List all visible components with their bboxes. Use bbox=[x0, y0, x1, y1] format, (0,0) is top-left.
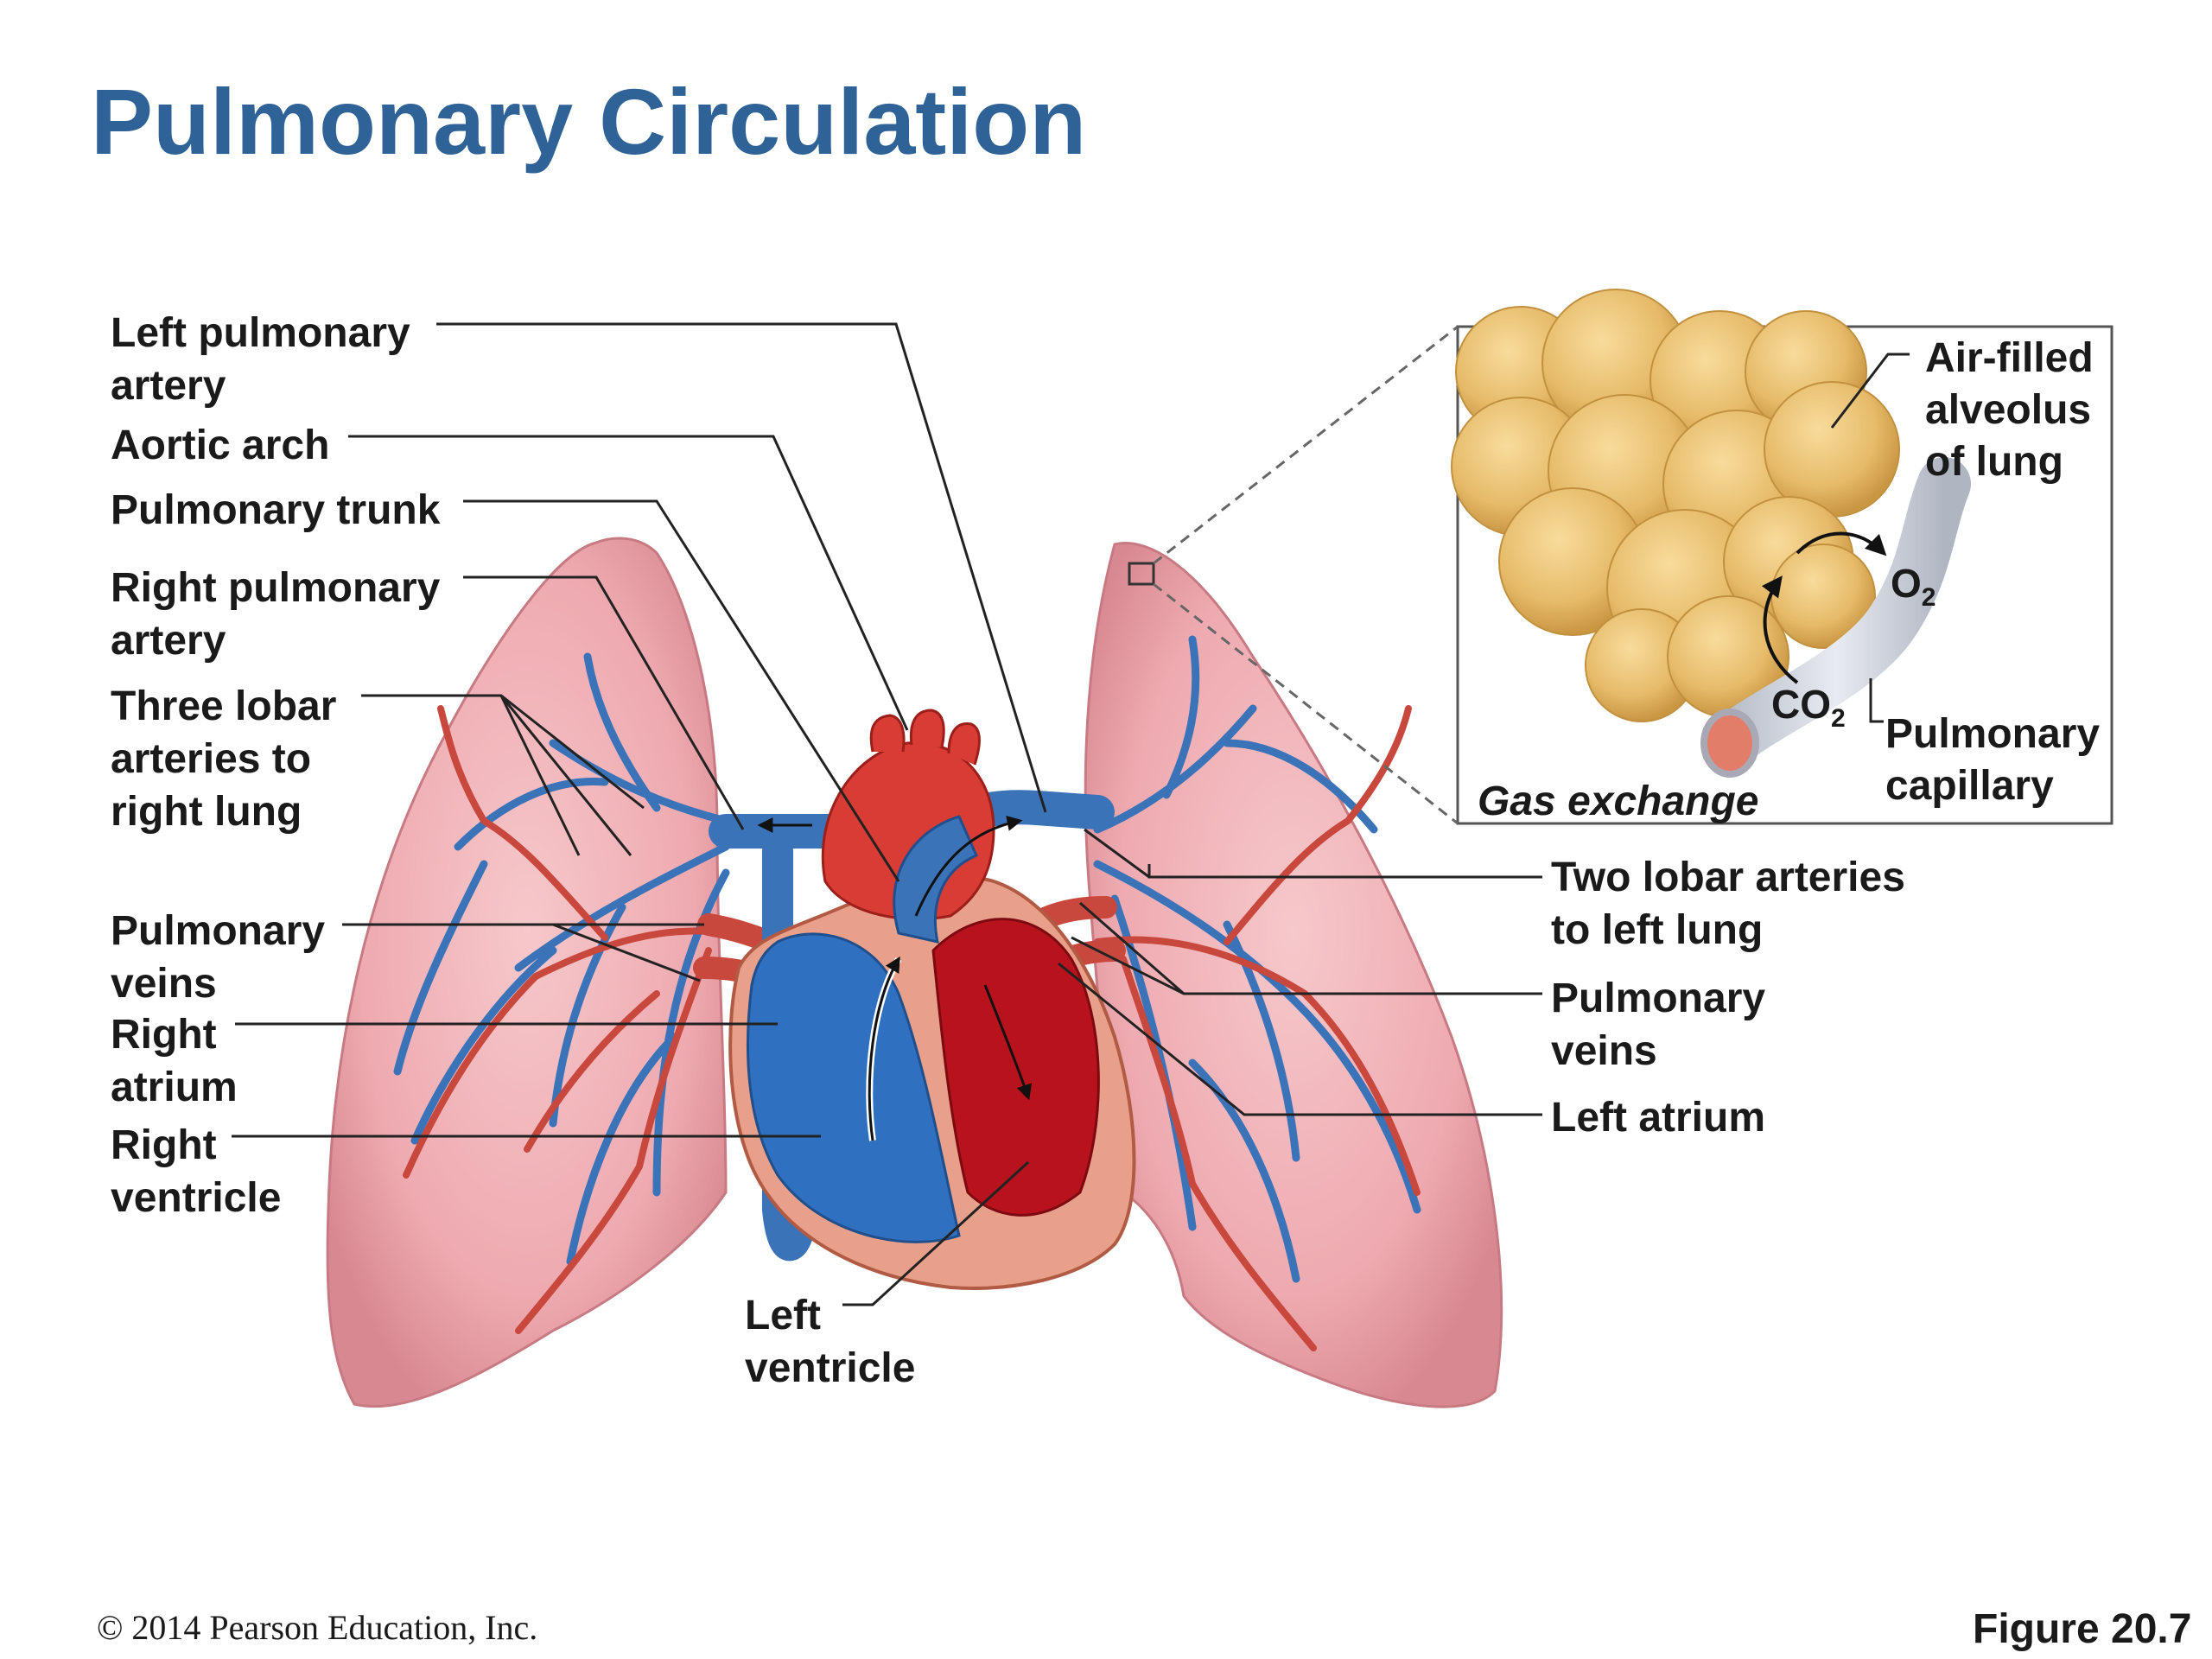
heart bbox=[728, 709, 1136, 1290]
label-right-pulmonary-artery: Right pulmonary artery bbox=[111, 562, 440, 667]
figure-number: Figure 20.7 bbox=[1973, 1606, 2192, 1652]
label-line: Right pulmonary bbox=[111, 565, 441, 611]
pulmonary-capillary-vessel bbox=[1701, 457, 1971, 770]
label-line: Two lobar arteries bbox=[1551, 855, 1905, 900]
o2-base: O bbox=[1891, 561, 1922, 606]
label-left-atrium: Left atrium bbox=[1551, 1091, 1765, 1144]
label-line: ventricle bbox=[111, 1175, 282, 1221]
label-left-ventricle: Left ventricle bbox=[745, 1289, 915, 1395]
label-line: ventricle bbox=[745, 1345, 916, 1391]
label-o2: O2 bbox=[1891, 560, 1936, 613]
label-three-lobar-arteries: Three lobar arteries to right lung bbox=[111, 680, 336, 838]
label-aortic-arch: Aortic arch bbox=[111, 419, 329, 472]
label-line: artery bbox=[111, 363, 226, 409]
page-title: Pulmonary Circulation bbox=[91, 69, 1087, 174]
label-air-filled-alveolus: Air-filled alveolus of lung bbox=[1925, 333, 2094, 488]
label-line: Left atrium bbox=[1551, 1095, 1766, 1141]
label-right-ventricle: Right ventricle bbox=[111, 1119, 281, 1224]
label-left-pulmonary-artery: Left pulmonary artery bbox=[111, 307, 410, 412]
label-pulmonary-veins-right: Pulmonary veins bbox=[1551, 972, 1765, 1077]
label-co2: CO2 bbox=[1771, 681, 1846, 734]
label-line: right lung bbox=[111, 789, 302, 835]
label-line: atrium bbox=[111, 1065, 238, 1110]
label-line: veins bbox=[1551, 1028, 1657, 1074]
alveoli-cluster bbox=[1451, 289, 1900, 722]
label-line: Left bbox=[745, 1293, 821, 1338]
label-pulmonary-trunk: Pulmonary trunk bbox=[111, 484, 440, 537]
left-lung-vessels bbox=[1093, 635, 1421, 1351]
label-two-lobar-arteries: Two lobar arteries to left lung bbox=[1551, 851, 1905, 957]
label-line: of lung bbox=[1925, 439, 2063, 485]
label-line: artery bbox=[111, 618, 226, 664]
leader-lines bbox=[232, 322, 1542, 1306]
label-line: alveolus bbox=[1925, 387, 2092, 433]
label-line: Left pulmonary bbox=[111, 310, 410, 356]
co2-base: CO bbox=[1771, 682, 1831, 727]
label-line: to left lung bbox=[1551, 907, 1764, 953]
label-line: Right bbox=[111, 1122, 217, 1168]
label-line: Right bbox=[111, 1012, 217, 1058]
co2-sub: 2 bbox=[1831, 704, 1846, 733]
label-gas-exchange: Gas exchange bbox=[1478, 779, 1759, 824]
label-line: Aortic arch bbox=[111, 423, 330, 468]
label-line: capillary bbox=[1885, 763, 2054, 809]
gas-exchange-inset bbox=[1128, 289, 2113, 825]
label-line: arteries to bbox=[111, 736, 312, 782]
o2-sub: 2 bbox=[1921, 583, 1936, 612]
label-line: Air-filled bbox=[1925, 335, 2094, 381]
label-line: Three lobar bbox=[111, 683, 337, 729]
copyright-notice: © 2014 Pearson Education, Inc. bbox=[97, 1608, 538, 1647]
label-line: Pulmonary bbox=[111, 908, 326, 954]
label-pulmonary-capillary: Pulmonary capillary bbox=[1885, 709, 2100, 812]
label-right-atrium: Right atrium bbox=[111, 1008, 238, 1114]
label-line: veins bbox=[111, 961, 217, 1007]
label-line: Pulmonary bbox=[1551, 976, 1766, 1021]
label-pulmonary-veins-left: Pulmonary veins bbox=[111, 905, 325, 1010]
label-line: Pulmonary trunk bbox=[111, 487, 441, 533]
label-line: Pulmonary bbox=[1885, 711, 2101, 757]
